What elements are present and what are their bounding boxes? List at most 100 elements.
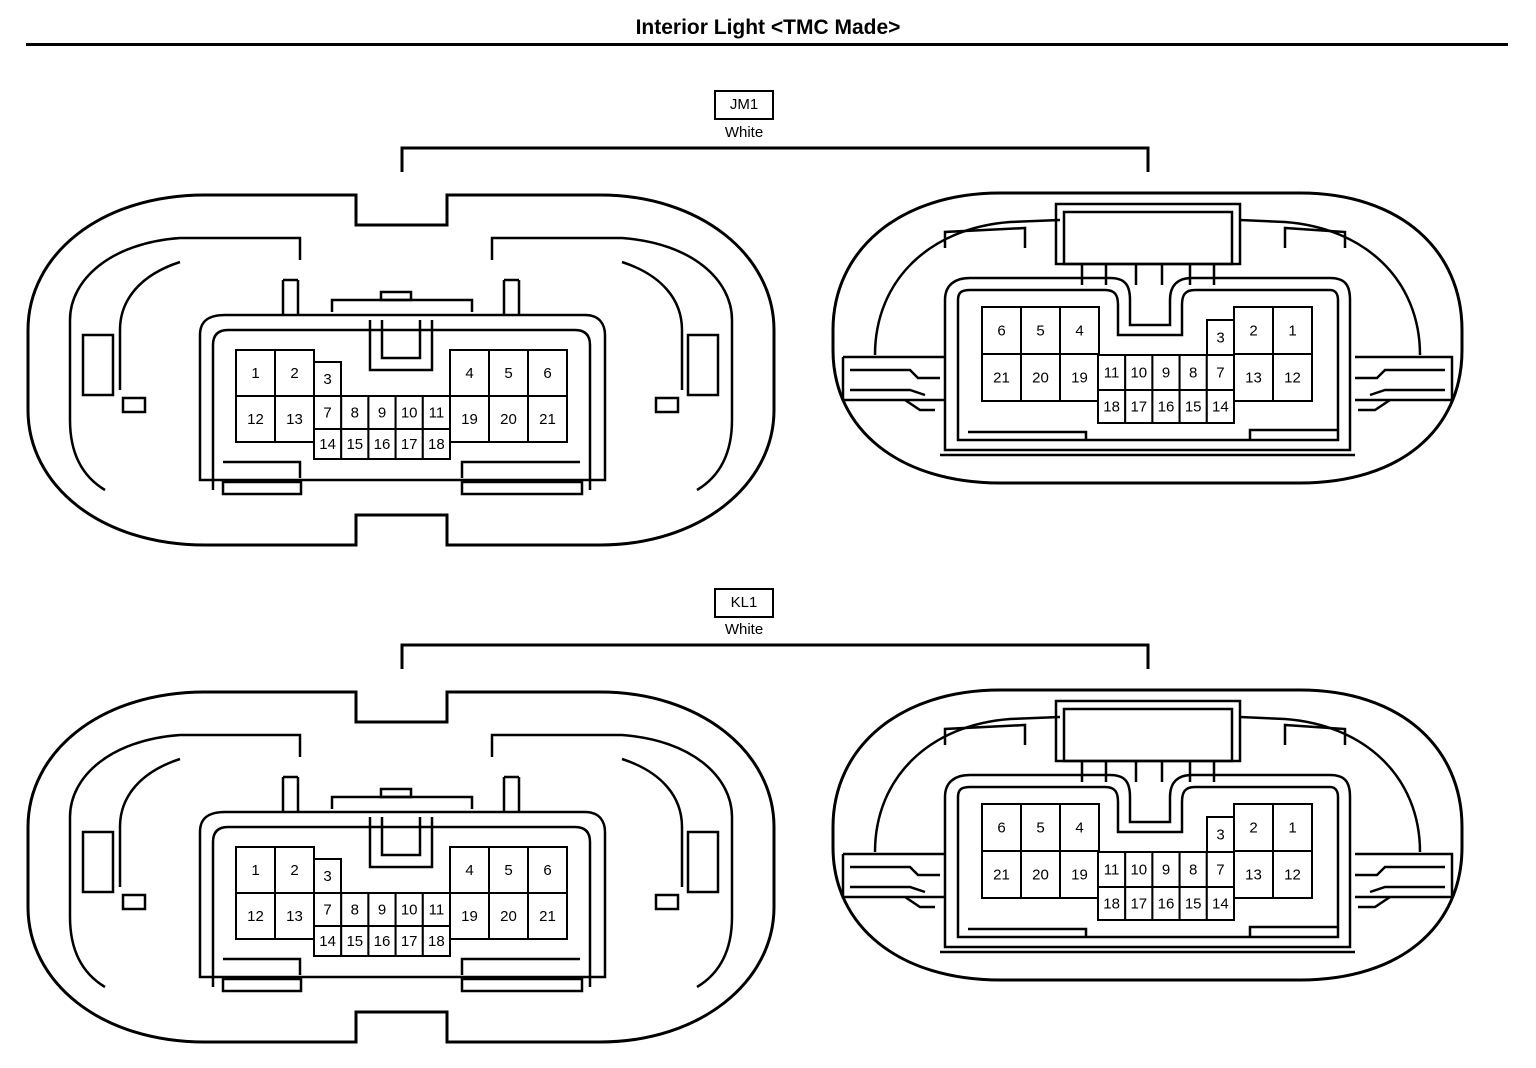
pin-number: 6	[543, 862, 551, 879]
pin-number: 14	[1212, 896, 1229, 913]
pin-number: 6	[997, 323, 1005, 340]
pin-cell	[421, 428, 451, 460]
pin-number: 21	[539, 411, 556, 428]
pin-number: 16	[374, 436, 391, 453]
pin-number: 7	[1216, 365, 1224, 382]
pin-cell	[1205, 389, 1236, 424]
pin-number: 21	[539, 908, 556, 925]
pin-number: 3	[323, 371, 331, 388]
pin-number: 2	[1249, 820, 1257, 837]
pin-cell	[1206, 319, 1235, 356]
pin-number: 3	[1216, 827, 1224, 844]
pin-number: 11	[429, 405, 445, 422]
pin-cell	[1205, 886, 1236, 921]
pin-number: 5	[1036, 323, 1044, 340]
pin-number: 3	[1216, 330, 1224, 347]
pin-number: 20	[1032, 867, 1049, 884]
pin-cell	[235, 395, 276, 443]
pin-number: 15	[1185, 399, 1202, 416]
pin-number: 21	[993, 867, 1010, 884]
pin-number: 2	[290, 365, 298, 382]
pin-number: 5	[504, 365, 512, 382]
pin-cell	[421, 925, 451, 957]
pin-cell	[981, 306, 1022, 355]
pin-cell	[527, 892, 568, 940]
pin-number: 2	[290, 862, 298, 879]
pin-number: 10	[401, 902, 418, 919]
pin-number: 17	[1130, 896, 1147, 913]
pin-number: 13	[286, 908, 303, 925]
pin-number: 14	[319, 436, 336, 453]
pin-cell	[1272, 803, 1313, 852]
pin-cell	[1059, 306, 1100, 355]
pin-number: 4	[465, 862, 473, 879]
pin-number: 4	[1075, 820, 1083, 837]
pin-number: 19	[461, 908, 478, 925]
pin-number: 10	[1130, 365, 1147, 382]
pin-number: 15	[346, 436, 363, 453]
pin-number: 6	[997, 820, 1005, 837]
pin-cell	[1124, 354, 1154, 391]
pin-number: 19	[461, 411, 478, 428]
pin-cell	[1205, 851, 1236, 888]
pin-number: 20	[500, 908, 517, 925]
pin-number: 15	[346, 933, 363, 950]
pin-number: 12	[247, 908, 264, 925]
pin-cell	[981, 353, 1022, 402]
pin-cell	[274, 892, 315, 940]
pin-cell	[981, 850, 1022, 899]
pin-cell	[1272, 306, 1313, 355]
pin-cell	[527, 349, 568, 397]
pin-number: 6	[543, 365, 551, 382]
pin-number: 19	[1071, 370, 1088, 387]
pin-cell	[313, 858, 342, 894]
connector-left-view	[26, 193, 776, 547]
pin-number: 12	[247, 411, 264, 428]
pin-number: 19	[1071, 867, 1088, 884]
pin-cell	[274, 395, 315, 443]
pin-number: 18	[1103, 896, 1120, 913]
pin-number: 4	[1075, 323, 1083, 340]
pin-number: 5	[1036, 820, 1044, 837]
connector-left-view	[26, 690, 776, 1044]
pin-cell	[488, 395, 529, 443]
pin-cell	[1233, 353, 1274, 402]
pin-cell	[394, 428, 424, 460]
pin-number: 21	[993, 370, 1010, 387]
pin-cell	[313, 395, 343, 430]
connector-color-label: White	[724, 124, 764, 141]
pin-number: 1	[251, 365, 259, 382]
pin-cell	[449, 395, 490, 443]
connector-right-view	[831, 688, 1464, 982]
pin-number: 16	[374, 933, 391, 950]
pin-number: 14	[319, 933, 336, 950]
pin-number: 2	[1249, 323, 1257, 340]
pin-number: 13	[286, 411, 303, 428]
pin-cell	[340, 892, 370, 927]
pin-number: 7	[1216, 862, 1224, 879]
connector-bracket	[400, 643, 1150, 669]
connector-id-label: JM1	[714, 90, 774, 120]
pin-number: 15	[1185, 896, 1202, 913]
pin-cell	[313, 892, 343, 927]
pin-number: 17	[401, 436, 418, 453]
pin-number: 20	[500, 411, 517, 428]
pin-number: 9	[1162, 365, 1170, 382]
pin-cell	[527, 846, 568, 894]
pin-number: 5	[504, 862, 512, 879]
page-title: Interior Light <TMC Made>	[635, 16, 901, 39]
pin-number: 16	[1158, 399, 1175, 416]
pin-number: 17	[401, 933, 418, 950]
pin-number: 8	[351, 902, 359, 919]
pin-cell	[1097, 389, 1127, 424]
pin-number: 11	[1104, 862, 1120, 879]
pin-number: 18	[428, 933, 445, 950]
pin-cell	[1151, 886, 1181, 921]
pin-number: 9	[378, 405, 386, 422]
pin-number: 1	[1288, 323, 1296, 340]
pin-number: 12	[1284, 370, 1301, 387]
